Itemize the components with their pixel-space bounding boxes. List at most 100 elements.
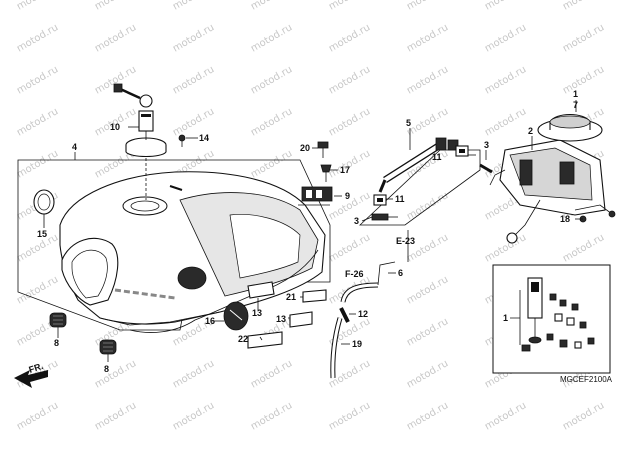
watermark-text: motod.ru <box>249 400 294 432</box>
clamp-3-left[interactable] <box>371 213 398 221</box>
watermark-text: motod.ru <box>483 22 528 54</box>
inset-fuel-pump-breakdown <box>492 264 611 374</box>
watermark-text: motod.ru <box>561 400 606 432</box>
watermark-text: motod.ru <box>405 190 450 222</box>
callout-13-lower: 13 <box>276 314 286 324</box>
watermark-text: motod.ru <box>327 232 372 264</box>
watermark-text: motod.ru <box>327 22 372 54</box>
clip-11-upper[interactable] <box>455 145 469 157</box>
watermark-text: motod.ru <box>15 64 60 96</box>
ref-f26[interactable]: F-26 <box>345 269 364 279</box>
watermark-text: motod.ru <box>93 358 138 390</box>
watermark-text: motod.ru <box>405 64 450 96</box>
ref-e23[interactable]: E-23 <box>396 236 415 246</box>
callout-8-right: 8 <box>104 364 109 374</box>
watermark-text: motod.ru <box>327 106 372 138</box>
watermark-text: motod.ru <box>93 22 138 54</box>
inset-pump-body[interactable] <box>527 277 543 344</box>
front-direction-arrow: FR. <box>14 361 48 388</box>
watermark-text: motod.ru <box>15 274 60 306</box>
pad-22[interactable] <box>247 331 283 349</box>
fuel-cap-assembly[interactable] <box>113 83 186 200</box>
watermark-text: motod.ru <box>249 148 294 180</box>
watermark-text: motod.ru <box>405 358 450 390</box>
watermark-text: motod.ru <box>561 232 606 264</box>
watermark-text: motod.ru <box>483 64 528 96</box>
tube-12[interactable] <box>339 307 350 323</box>
watermark-text: motod.ru <box>171 64 216 96</box>
callout-22: 22 <box>238 334 248 344</box>
callout-11-lower: 11 <box>395 194 405 204</box>
callout-7: 7 <box>573 100 578 110</box>
watermark-text: motod.ru <box>327 0 372 13</box>
callout-13-upper: 13 <box>252 308 262 318</box>
callout-12: 12 <box>358 309 368 319</box>
fuel-hose-5[interactable] <box>378 137 459 193</box>
callout-3-upper: 3 <box>484 140 489 150</box>
inset-small-parts[interactable] <box>521 293 595 352</box>
clamp-3-right[interactable] <box>479 163 493 174</box>
watermark-text: motod.ru <box>405 316 450 348</box>
cushion-8-right[interactable] <box>99 339 117 355</box>
pad-13-lower[interactable] <box>289 311 313 328</box>
watermark-text: motod.ru <box>171 0 216 13</box>
callout-10: 10 <box>110 122 120 132</box>
connector-9[interactable] <box>298 186 333 206</box>
watermark-text: motod.ru <box>15 400 60 432</box>
watermark-text: motod.ru <box>171 22 216 54</box>
watermark-text: motod.ru <box>249 22 294 54</box>
drain-tube-19[interactable] <box>330 317 343 379</box>
bolt-20[interactable] <box>317 141 329 158</box>
fuel-pump-unit-2[interactable] <box>489 139 616 244</box>
setting-plate-7[interactable] <box>537 113 603 142</box>
tube-6[interactable] <box>340 282 379 303</box>
watermark-text: motod.ru <box>15 106 60 138</box>
watermark-text: motod.ru <box>249 358 294 390</box>
watermark-text: motod.ru <box>483 232 528 264</box>
cushion-8-left[interactable] <box>49 312 67 328</box>
clip-11-lower[interactable] <box>373 194 387 206</box>
watermark-text: motod.ru <box>405 400 450 432</box>
pad-21[interactable] <box>302 289 327 303</box>
diagram-code: MGCEF2100A <box>560 375 613 384</box>
watermark-text: motod.ru <box>405 22 450 54</box>
callout-2: 2 <box>528 126 533 136</box>
callout-11-upper: 11 <box>432 152 442 162</box>
front-arrow-label: FR. <box>28 361 45 375</box>
watermark-text: motod.ru <box>171 358 216 390</box>
watermark-text: motod.ru <box>561 64 606 96</box>
callout-3-lower: 3 <box>354 216 359 226</box>
watermark-text: motod.ru <box>15 0 60 13</box>
callout-5: 5 <box>406 118 411 128</box>
watermark-text: motod.ru <box>483 400 528 432</box>
callout-17: 17 <box>340 165 350 175</box>
watermark-text: motod.ru <box>93 400 138 432</box>
leader-lines <box>43 100 583 362</box>
watermark-text: motod.ru <box>327 64 372 96</box>
watermark-text: motod.ru <box>483 106 528 138</box>
watermark-text: motod.ru <box>405 106 450 138</box>
watermark-text: motod.ru <box>561 22 606 54</box>
callout-1-inset: 1 <box>503 313 508 323</box>
callout-20: 20 <box>300 143 310 153</box>
watermark-text: motod.ru <box>171 400 216 432</box>
callout-16: 16 <box>205 316 215 326</box>
callout-8-left: 8 <box>54 338 59 348</box>
pad-13-upper[interactable] <box>247 281 275 299</box>
emblem-16[interactable] <box>223 301 249 331</box>
bolt-17[interactable] <box>320 164 332 182</box>
watermark-text: motod.ru <box>93 0 138 13</box>
watermark-text: motod.ru <box>561 0 606 13</box>
watermark-text: motod.ru <box>405 0 450 13</box>
callout-21: 21 <box>286 292 296 302</box>
watermark-text: motod.ru <box>327 400 372 432</box>
callout-19: 19 <box>352 339 362 349</box>
watermark-text: motod.ru <box>249 0 294 13</box>
callout-4: 4 <box>72 142 77 152</box>
watermark-text: motod.ru <box>405 274 450 306</box>
watermark-text: motod.ru <box>171 106 216 138</box>
watermark-text: motod.ru <box>249 64 294 96</box>
grommet-15[interactable] <box>33 189 55 215</box>
fuel-tank[interactable] <box>17 159 331 331</box>
